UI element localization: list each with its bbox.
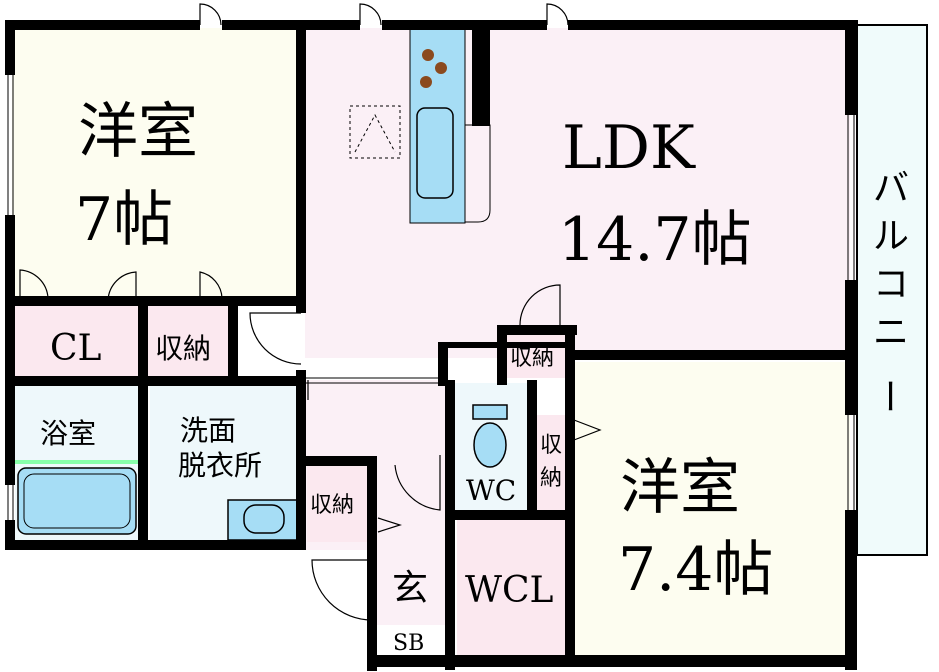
storage-4-label-line-2: 納 <box>540 466 562 491</box>
storage-2-floor <box>503 330 573 378</box>
entrance-floor <box>375 545 450 625</box>
western-room-1-size: 7帖 <box>75 185 173 255</box>
stove-burner-icon <box>422 49 434 61</box>
storage-1-floor <box>148 305 230 378</box>
bath-divider <box>15 460 143 464</box>
balcony-char-1: バ <box>873 168 909 209</box>
washroom-label-line-2: 脱衣所 <box>178 449 262 482</box>
western-room-2-floor <box>575 362 850 660</box>
western-room-2-name: 洋室 <box>620 453 740 523</box>
fridge-space-icon <box>349 105 401 159</box>
storage-4-floor <box>535 415 570 510</box>
western-room-1-floor <box>12 28 302 303</box>
kitchen-peninsula <box>464 124 491 223</box>
stove-burner-icon <box>435 62 447 74</box>
storage-1-label: 収納 <box>155 332 211 365</box>
closet-floor <box>15 305 140 378</box>
walls <box>5 20 858 671</box>
stove-burner-icon <box>420 76 432 88</box>
storage-3-floor <box>307 464 369 542</box>
bathtub-inner-icon <box>23 473 131 529</box>
walk-in-closet-floor <box>457 520 570 660</box>
shoe-box-floor <box>375 625 450 660</box>
ldk-name: LDK <box>562 113 696 183</box>
bathroom-label: 浴室 <box>40 417 96 450</box>
washbasin-bowl-icon <box>243 504 285 534</box>
kitchen-wall <box>472 28 490 126</box>
washroom-label-line-1: 洗面 <box>180 414 236 447</box>
western-room-1-name: 洋室 <box>78 97 198 167</box>
shoe-box-label: SB <box>393 631 424 656</box>
ldk-size: 14.7帖 <box>558 205 752 275</box>
doors <box>19 3 602 621</box>
kitchen-sink-icon <box>416 107 454 199</box>
balcony-floor <box>856 24 928 556</box>
western-room-2-size: 7.4帖 <box>618 535 773 605</box>
windows <box>7 75 855 640</box>
balcony-char-2: ル <box>873 216 909 257</box>
storage-2-label: 収納 <box>510 346 554 371</box>
entrance-label: 玄 <box>392 568 428 609</box>
ldk-floor <box>305 28 850 358</box>
toilet-tank-icon <box>472 404 508 420</box>
storage-3-label: 収納 <box>310 493 354 518</box>
balcony-char-5: ー <box>868 378 909 414</box>
bathtub-icon <box>17 467 137 535</box>
balcony-char-3: コ <box>873 264 909 305</box>
balcony-char-4: ニ <box>873 312 909 353</box>
toilet-label: WC <box>466 474 516 507</box>
fridge-triangle-icon <box>354 113 396 153</box>
toilet-bowl-icon <box>473 422 507 468</box>
walk-in-closet-label: WCL <box>465 570 554 611</box>
closet-label: CL <box>50 328 102 369</box>
storage-4-label-line-1: 収 <box>540 433 562 458</box>
